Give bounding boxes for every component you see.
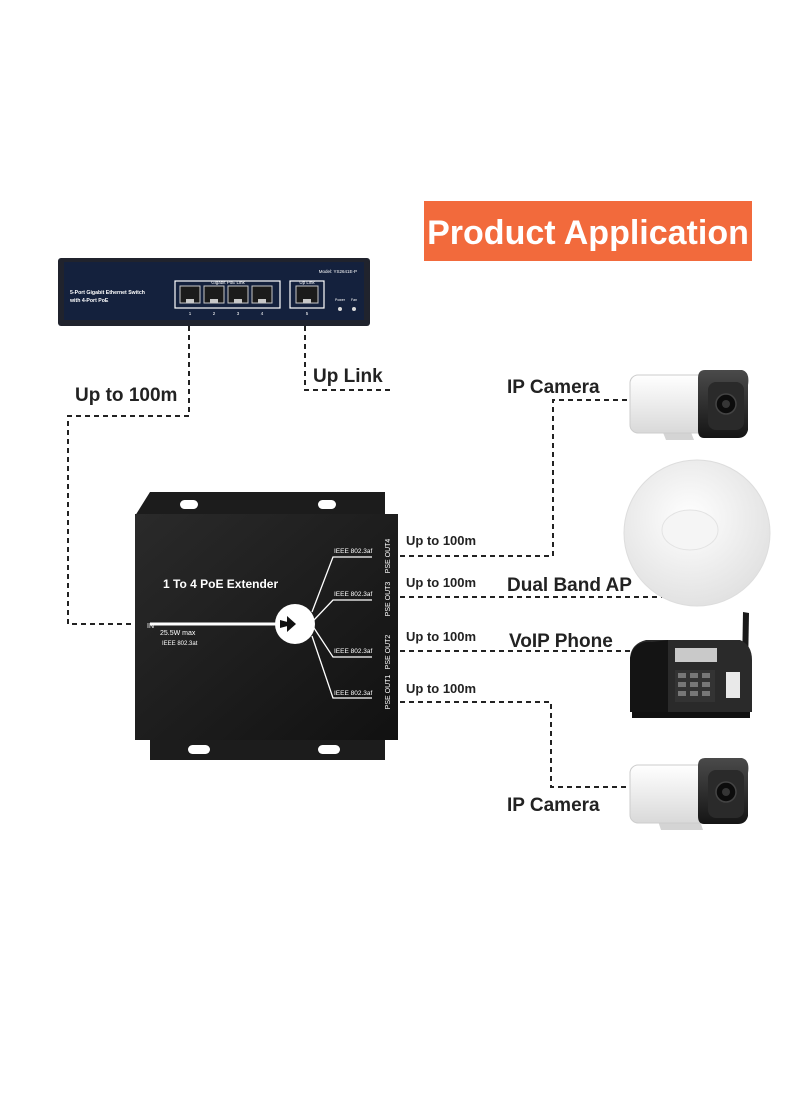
ip-camera-bottom-icon xyxy=(629,758,749,830)
port-number: 2 xyxy=(213,311,216,316)
port-label-out2: PSE OUT2 xyxy=(385,635,392,670)
port-number: 5 xyxy=(306,311,309,316)
cables xyxy=(67,326,662,788)
label-out1-distance: Up to 100m xyxy=(406,681,476,696)
rj45-port xyxy=(179,285,201,304)
extender-branch-lines xyxy=(311,556,372,699)
cable-uplink xyxy=(304,326,392,391)
switch-description-line2: with 4-Port PoE xyxy=(69,298,109,304)
out4-standard: IEEE 802.3af xyxy=(334,548,372,555)
fan-led xyxy=(352,307,356,311)
poe-switch: 5-Port Gigabit Ethernet Switch with 4-Po… xyxy=(58,258,370,326)
power-led xyxy=(338,307,342,311)
rj45-port xyxy=(251,285,273,304)
uplink-group-label: Up Link xyxy=(299,280,315,285)
banner-title: Product Application xyxy=(427,214,749,252)
voip-phone-icon xyxy=(630,612,752,718)
rj45-port xyxy=(203,285,225,304)
extender-title: 1 To 4 PoE Extender xyxy=(163,577,278,591)
out2-standard: IEEE 802.3af xyxy=(334,648,372,655)
cable-switch-to-extender xyxy=(67,326,190,625)
cable-out1 xyxy=(400,701,630,788)
extender-power-label: 25.5W max xyxy=(160,630,196,637)
out1-standard: IEEE 802.3af xyxy=(334,690,372,697)
label-ip-camera-bottom: IP Camera xyxy=(507,795,600,816)
power-led-label: Power xyxy=(335,298,346,302)
cable-out4 xyxy=(400,399,628,557)
label-dual-band-ap: Dual Band AP xyxy=(507,575,632,596)
port-number: 3 xyxy=(237,311,240,316)
rj45-port xyxy=(295,285,319,304)
port-label-out3: PSE OUT3 xyxy=(385,582,392,617)
extender-in-label: IN xyxy=(147,623,154,630)
out3-standard: IEEE 802.3af xyxy=(334,591,372,598)
poe-group-label: Gigabit PoE Link xyxy=(211,280,245,285)
label-uplink: Up Link xyxy=(313,366,383,387)
dual-band-ap-icon xyxy=(623,459,771,607)
poe-extender: 1 To 4 PoE Extender IN 25.5W max IEEE 80… xyxy=(135,492,398,760)
label-switch-to-extender: Up to 100m xyxy=(75,385,177,406)
label-out2-distance: Up to 100m xyxy=(406,629,476,644)
port-label-out1: PSE OUT1 xyxy=(385,675,392,710)
extender-in-standard: IEEE 802.3at xyxy=(162,641,198,647)
port-number: 1 xyxy=(189,311,192,316)
switch-description-line1: 5-Port Gigabit Ethernet Switch xyxy=(70,290,145,296)
product-application-banner: Product Application xyxy=(424,201,752,261)
label-out3-distance: Up to 100m xyxy=(406,575,476,590)
ip-camera-top-icon xyxy=(629,370,749,440)
port-number: 4 xyxy=(261,311,264,316)
fan-led-label: Fan xyxy=(351,298,357,302)
switch-model: Model: YS2641E-P xyxy=(319,269,357,274)
label-ip-camera-top: IP Camera xyxy=(507,377,600,398)
label-voip-phone: VoIP Phone xyxy=(509,631,613,652)
port-label-out4: PSE OUT4 xyxy=(385,539,392,574)
rj45-port xyxy=(227,285,249,304)
label-out4-distance: Up to 100m xyxy=(406,533,476,548)
